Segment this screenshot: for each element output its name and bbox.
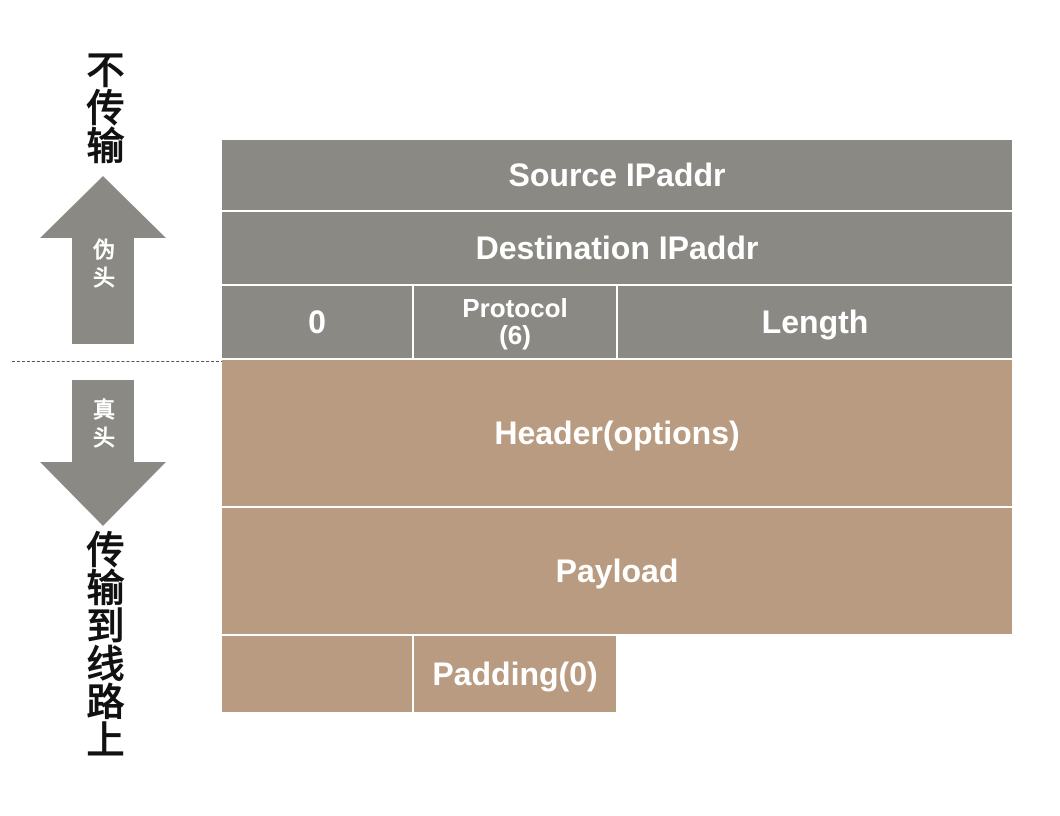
padding-label: Padding(0) xyxy=(432,655,598,692)
destination-ipaddr-label: Destination IPaddr xyxy=(475,229,759,266)
protocol-value: (6) xyxy=(499,320,531,350)
padding-field: Padding(0) xyxy=(414,636,616,712)
padding-empty-field xyxy=(222,636,412,712)
payload-label: Payload xyxy=(555,552,679,589)
destination-ipaddr-field: Destination IPaddr xyxy=(222,212,1012,284)
real-header-arrow-label: 真头 xyxy=(89,398,114,454)
header-options-label: Header(options) xyxy=(494,414,740,451)
zero-field: 0 xyxy=(222,286,412,358)
transmitted-on-line-label: 传输到线路上 xyxy=(80,530,124,758)
real-header-down-arrow-icon xyxy=(40,380,166,526)
source-ipaddr-field: Source IPaddr xyxy=(222,140,1012,210)
header-options-field: Header(options) xyxy=(222,360,1012,506)
length-label: Length xyxy=(761,303,869,340)
pseudo-real-divider xyxy=(12,361,224,362)
not-transmitted-label: 不传输 xyxy=(80,50,124,164)
protocol-field: Protocol (6) xyxy=(414,286,616,358)
payload-field: Payload xyxy=(222,508,1012,634)
source-ipaddr-label: Source IPaddr xyxy=(508,156,726,193)
zero-label: 0 xyxy=(308,303,326,340)
protocol-label: Protocol xyxy=(462,293,568,323)
length-field: Length xyxy=(618,286,1012,358)
pseudo-header-up-arrow-icon xyxy=(40,176,166,344)
pseudo-header-arrow-label: 伪头 xyxy=(89,238,114,294)
